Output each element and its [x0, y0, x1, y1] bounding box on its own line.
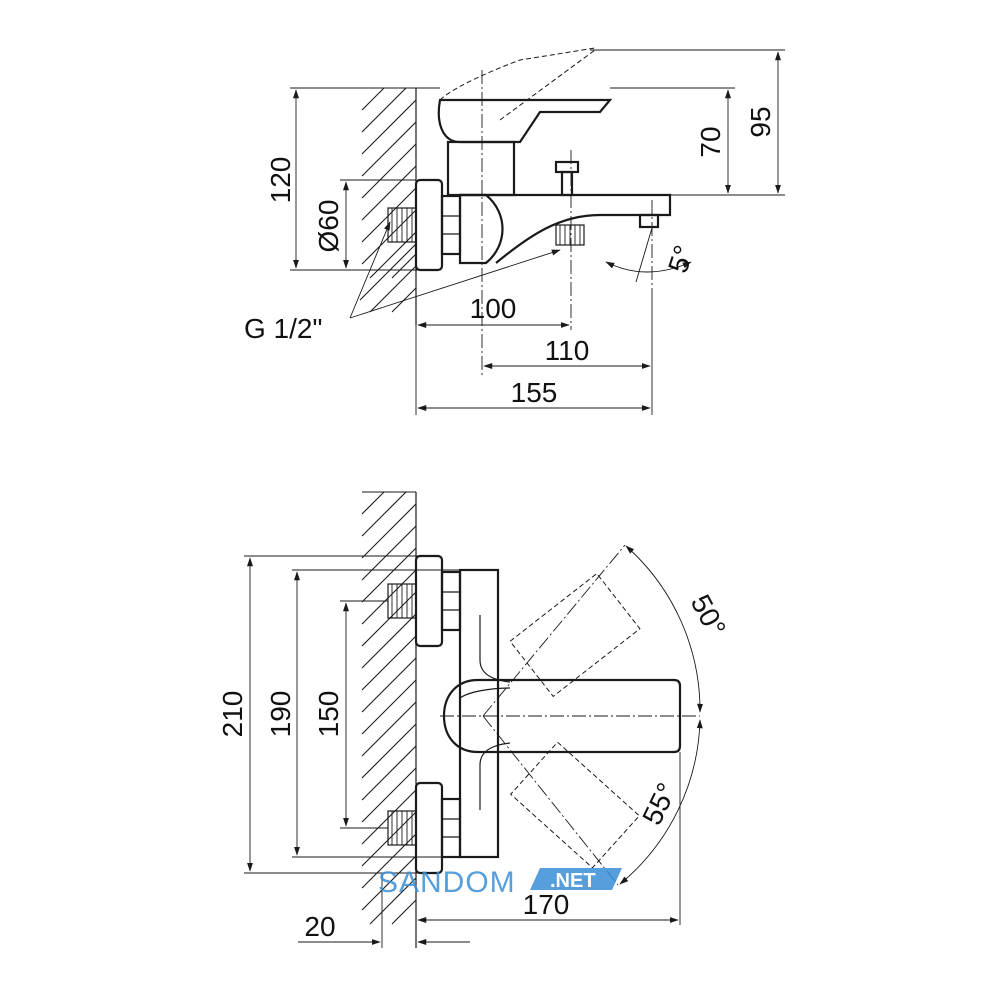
watermark-brand: SANDOM: [378, 866, 516, 899]
dim-155: 155: [511, 377, 558, 408]
cartridge-housing: [446, 140, 516, 197]
mixer-body-front: [458, 568, 500, 859]
dim-190: 190: [265, 691, 296, 738]
nut-top: [440, 194, 462, 256]
dim-95: 95: [745, 106, 776, 137]
dim-170: 170: [523, 889, 570, 920]
top-view: 120 Ø60 G 1/2" 100 110 155 70 95 5°: [244, 47, 785, 415]
dim-100: 100: [470, 293, 517, 324]
wall-flange-lower: [414, 781, 444, 875]
angle-arc-up: [625, 545, 704, 713]
wall-hatch-top: [359, 87, 417, 325]
lever-up-position: [509, 572, 641, 698]
aerator: [638, 213, 660, 229]
angle-arc-down: [619, 719, 703, 885]
mixer-body-top: [458, 193, 504, 265]
wall-flange-top: [414, 178, 444, 272]
angle-55: 55°: [636, 778, 682, 830]
thread-label: G 1/2": [244, 313, 322, 344]
angle-50: 50°: [685, 590, 732, 642]
spout-top: [460, 193, 672, 264]
lever-top: [437, 98, 613, 144]
watermark-logo: SANDOM .NET: [378, 866, 622, 899]
lever-down-position: [510, 741, 640, 869]
dim-120: 120: [265, 157, 296, 204]
wall-flange-upper: [414, 554, 444, 648]
dim-20: 20: [304, 911, 335, 942]
nut-upper: [440, 570, 462, 632]
nut-lower: [440, 797, 462, 859]
lever-raised-outline: [439, 47, 596, 101]
dim-diameter-60: Ø60: [313, 200, 344, 253]
angle-spout-5: 5°: [662, 242, 700, 277]
dim-110: 110: [545, 335, 590, 366]
dim-210: 210: [217, 691, 248, 738]
diverter-knob: [554, 160, 580, 174]
dim-70: 70: [695, 126, 726, 157]
dim-150: 150: [313, 691, 344, 738]
watermark-tld: .NET: [550, 870, 596, 892]
